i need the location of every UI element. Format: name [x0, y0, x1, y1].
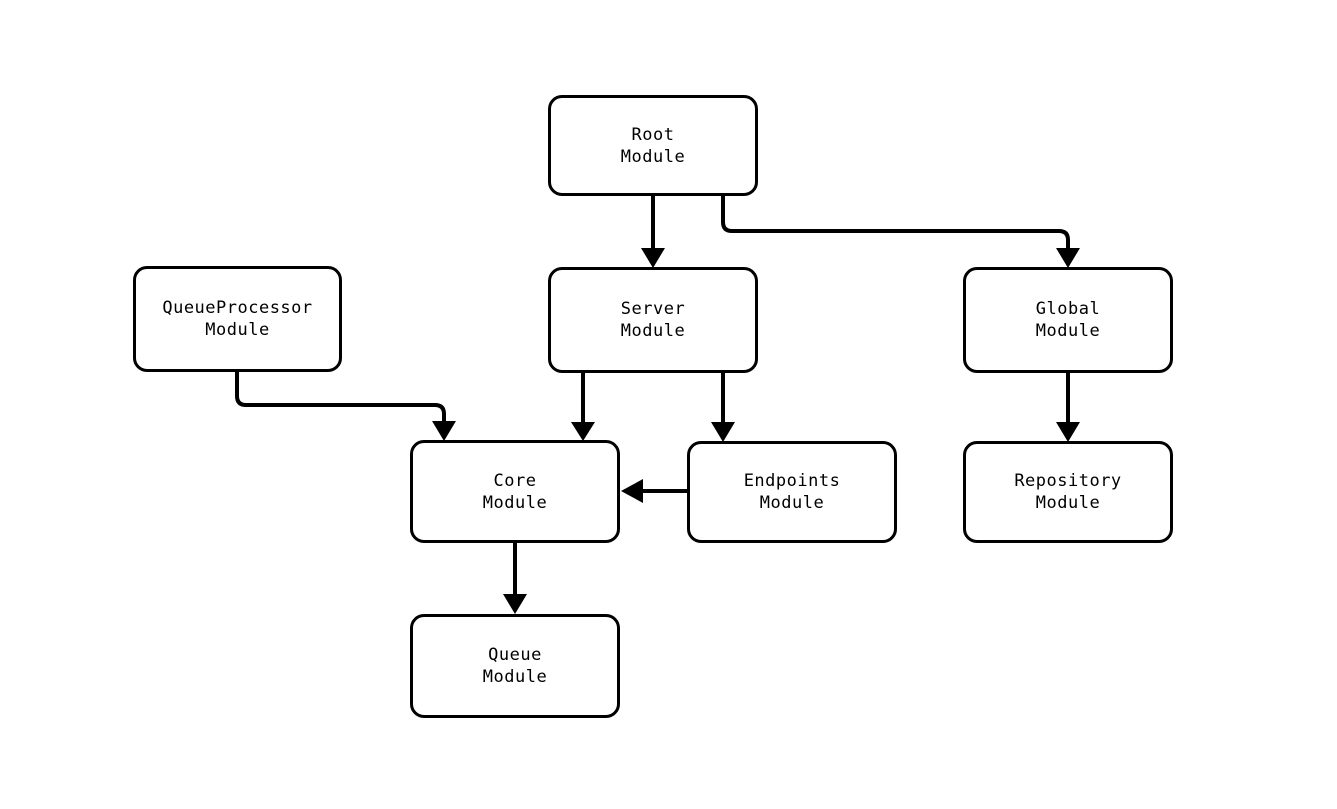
node-global-module-line1: Global: [1035, 299, 1101, 319]
node-repository-module-line2: Module: [1035, 493, 1101, 513]
node-core-module[interactable]: Core Module: [410, 440, 620, 543]
edge-server-to-core: [571, 373, 595, 441]
node-queue-module[interactable]: Queue Module: [410, 614, 620, 718]
edge-root-to-global: [721, 196, 1080, 268]
node-queueprocessor-module-line1: QueueProcessor: [162, 298, 313, 318]
edge-core-to-queue: [503, 543, 527, 614]
node-global-module[interactable]: Global Module: [963, 267, 1173, 373]
node-root-module-line2: Module: [620, 146, 686, 167]
edge-endpoints-to-core: [621, 479, 687, 503]
node-repository-module-line1: Repository: [1014, 471, 1122, 491]
node-global-module-line2: Module: [1035, 321, 1101, 341]
node-server-module[interactable]: Server Module: [548, 267, 758, 373]
node-queueprocessor-module-line2: Module: [205, 320, 270, 340]
node-endpoints-module-line2: Module: [759, 493, 825, 513]
node-core-module-line1: Core: [493, 470, 537, 491]
edge-global-to-repository: [1056, 373, 1080, 442]
node-queue-module-line1: Queue: [488, 645, 542, 665]
node-queueprocessor-module[interactable]: QueueProcessor Module: [133, 266, 342, 372]
node-endpoints-module[interactable]: Endpoints Module: [687, 441, 897, 543]
node-server-module-line1: Server: [620, 299, 686, 319]
node-endpoints-module-line1: Endpoints: [743, 471, 841, 491]
node-root-module-line1: Root: [631, 124, 675, 145]
edge-server-to-endpoints: [711, 373, 735, 442]
edge-queueprocessor-to-core: [235, 372, 456, 441]
node-core-module-line2: Module: [482, 492, 548, 513]
edge-root-to-server: [641, 196, 665, 268]
node-server-module-line2: Module: [620, 321, 686, 341]
node-repository-module[interactable]: Repository Module: [963, 441, 1173, 543]
node-queue-module-line2: Module: [482, 667, 548, 687]
node-root-module[interactable]: Root Module: [548, 95, 758, 196]
